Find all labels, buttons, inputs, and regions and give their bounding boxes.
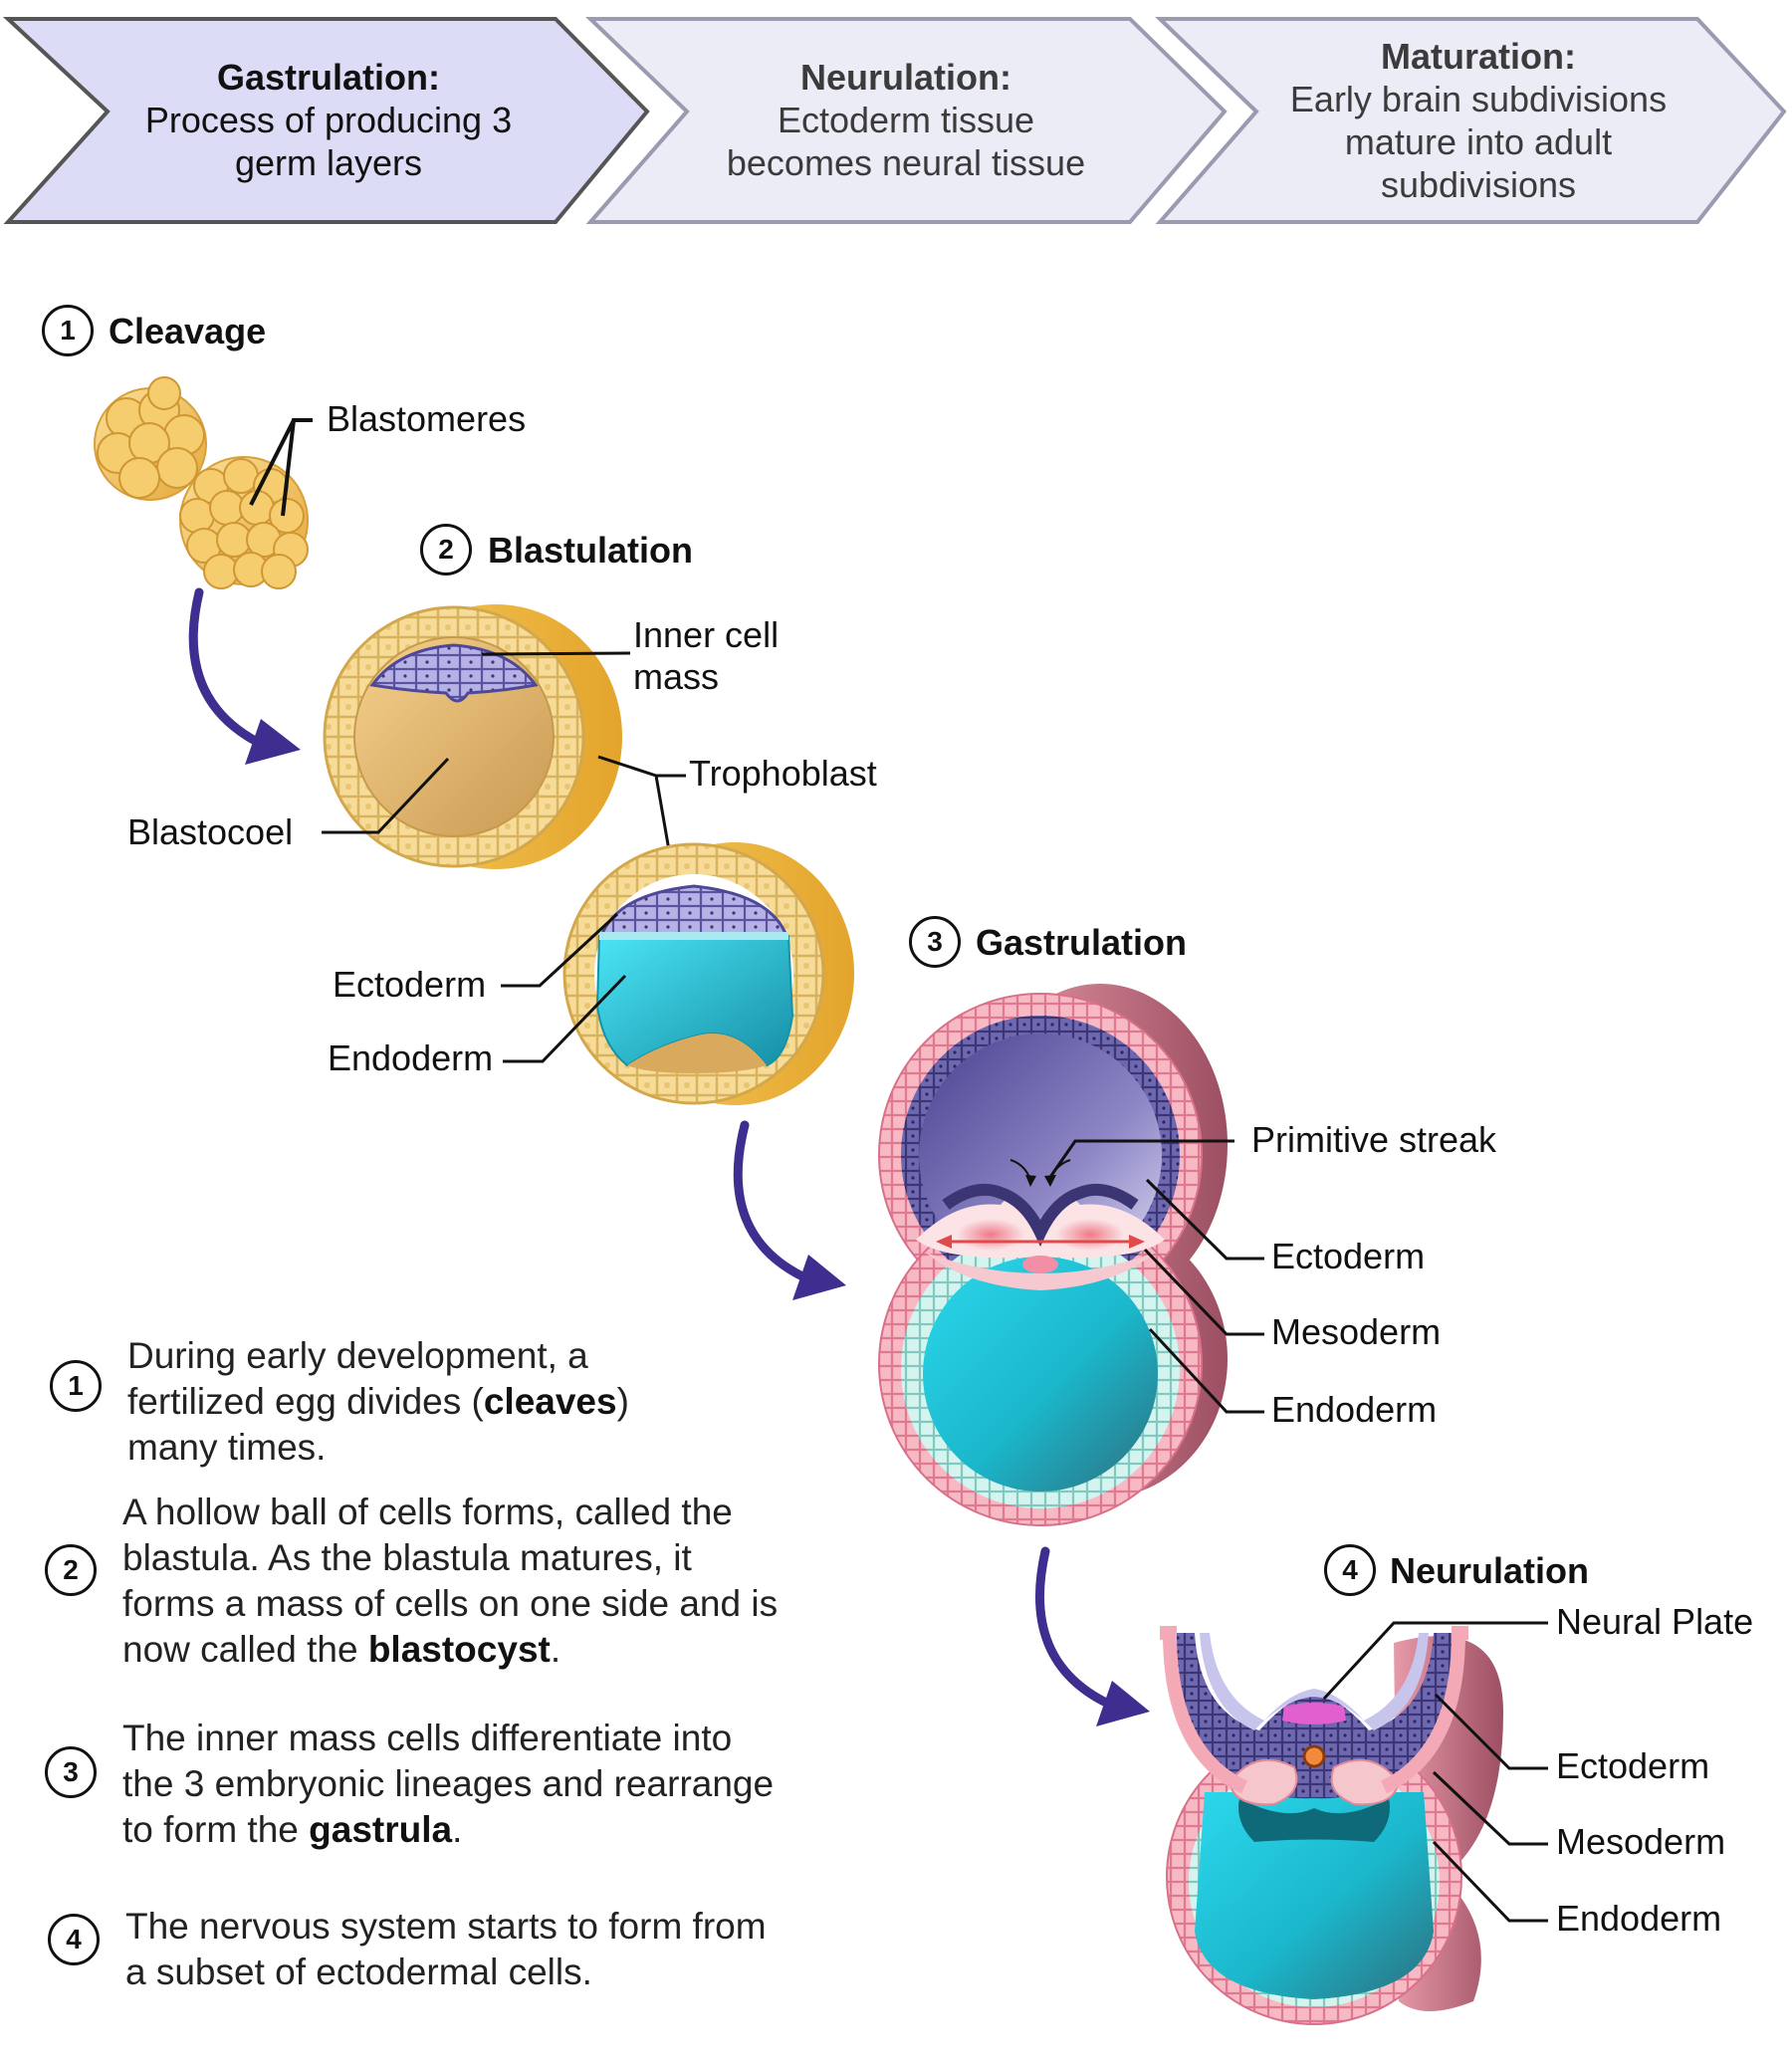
step-line: forms a mass of cells on one side and is [122,1583,779,1624]
trophoblast-leader [597,755,686,857]
step-line: many times. [127,1427,327,1468]
step-number-1: 1 [50,1360,102,1412]
arrow-to-blastula [188,587,301,765]
stage-number-2: 2 [420,524,472,575]
stage-number-4: 4 [1324,1544,1376,1596]
blastocyst-layers [562,842,854,1105]
step-line: the 3 embryonic lineages and rearrange [122,1763,775,1804]
stage-title-gastrulation: Gastrulation [976,922,1188,963]
label-gastrula-mesoderm: Mesoderm [1271,1311,1442,1352]
inner-cell-mass-leader [481,651,631,656]
chevron-gastrulation [2,17,650,224]
chevron-maturation-line1: Early brain subdivisions [1289,79,1668,119]
neurula [1160,1626,1503,2025]
stage-title-neurulation: Neurulation [1390,1550,1590,1591]
label-gastrula-endoderm: Endoderm [1271,1389,1438,1430]
morula-small [94,376,207,501]
chevron-gastrulation-line2: germ layers [234,142,423,183]
label-primitive-streak: Primitive streak [1251,1119,1497,1160]
label-trophoblast: Trophoblast [689,753,877,794]
step-bold-term: blastocyst [367,1629,551,1670]
label-gastrula-ectoderm: Ectoderm [1271,1236,1426,1276]
chevron-neurulation-title: Neurulation: [800,57,1011,98]
chevron-gastrulation-text: Gastrulation: Process of producing 3 ger… [119,56,538,184]
blastula-icm [323,604,622,869]
step-line: During early development, a [127,1335,588,1376]
gastrula [878,984,1228,1526]
step-bold-term: gastrula [309,1809,453,1850]
label-blastomeres: Blastomeres [327,398,527,439]
step-line: blastula. As the blastula matures, it [122,1537,692,1578]
label-neurula-endoderm: Endoderm [1556,1898,1722,1939]
step-number-2: 2 [45,1544,97,1596]
label-blastocyst-ectoderm: Ectoderm [333,964,487,1005]
step-line: a subset of ectodermal cells. [125,1952,592,1992]
step-text-3: The inner mass cells differentiate into t… [122,1716,774,1853]
arrow-to-neurula [1034,1546,1150,1726]
chevron-gastrulation-title: Gastrulation: [216,57,440,98]
arrow-to-gastrula [733,1120,846,1300]
chevron-maturation-line2: mature into adult [1344,121,1613,162]
step-line: The nervous system starts to form from [125,1906,767,1947]
label-inner-cell-mass-1: Inner cell [633,614,780,655]
label-neural-plate: Neural Plate [1556,1601,1754,1642]
step-number-3: 3 [45,1746,97,1798]
label-inner-cell-mass-2: mass [633,656,720,697]
step-line: A hollow ball of cells forms, called the [122,1492,733,1532]
chevron-maturation-text: Maturation: Early brain subdivisions mat… [1259,35,1697,206]
stage-title-blastulation: Blastulation [488,530,694,571]
label-blastocoel: Blastocoel [127,811,294,852]
step-text-2: A hollow ball of cells forms, called the… [122,1490,778,1673]
chevron-gastrulation-line1: Process of producing 3 [144,100,513,140]
ectoderm-endoderm-leaders-blastocyst [501,912,627,1063]
blastocoel-leader [322,757,450,834]
step-text-4: The nervous system starts to form from a … [125,1904,767,1995]
chevron-maturation-line3: subdivisions [1380,164,1577,205]
chevron-maturation-title: Maturation: [1381,36,1576,77]
label-neurula-mesoderm: Mesoderm [1556,1821,1726,1862]
chevron-neurulation-text: Neurulation: Ectoderm tissue becomes neu… [697,56,1115,184]
stage-title-cleavage: Cleavage [109,311,267,351]
stage-number-3: 3 [909,916,961,968]
stage-number-1: 1 [42,305,94,356]
step-line: to form the gastrula. [122,1809,463,1850]
chevron-neurulation-line1: Ectoderm tissue [777,100,1035,140]
chevron-neurulation [585,17,1228,224]
gastrula-leaders [1046,1139,1264,1414]
chevron-maturation [1155,17,1787,224]
step-bold-term: cleaves [483,1381,617,1422]
morula-large [179,456,309,589]
chevron-neurulation-line2: becomes neural tissue [726,142,1086,183]
step-line: fertilized egg divides (cleaves) [127,1381,629,1422]
blastomeres-leader [249,418,313,517]
label-blastocyst-endoderm: Endoderm [328,1037,494,1078]
step-text-1: During early development, a fertilized eg… [127,1333,629,1471]
label-neurula-ectoderm: Ectoderm [1556,1745,1710,1786]
step-line: The inner mass cells differentiate into [122,1718,733,1758]
neurula-leaders [1322,1621,1548,1923]
step-number-4: 4 [48,1914,100,1965]
step-line: now called the blastocyst. [122,1629,561,1670]
